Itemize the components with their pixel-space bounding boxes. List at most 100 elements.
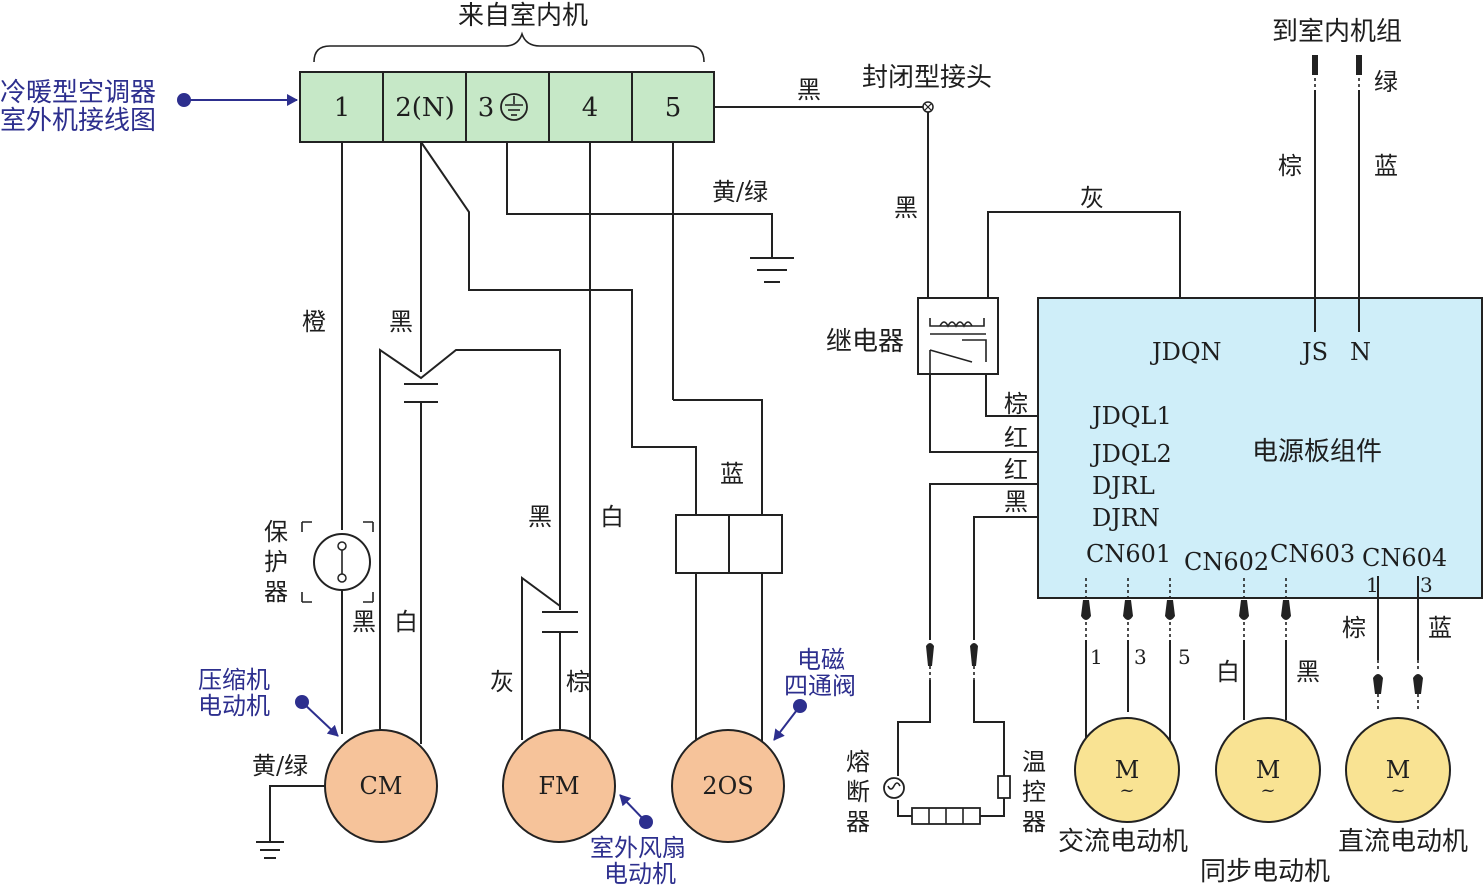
thermostat-char2: 控 [1022,778,1046,806]
power-board-title: 电源板组件 [1252,437,1382,467]
to-indoor-group-label: 到室内机组 [1272,17,1402,47]
wire-label-white-sync: 白 [1216,658,1240,686]
wire-blue-valve-bend [673,399,763,515]
cn604-connector [1373,576,1423,710]
ac-motor-m: M [1115,756,1140,784]
fuse-char3: 器 [846,808,870,836]
wire-2n-branch [420,141,697,515]
valve-annot-line2: 四通阀 [784,672,856,700]
wire-label-black-cm: 黑 [352,608,376,636]
wire-label-white-fm: 白 [600,503,624,531]
relay-label: 继电器 [826,327,904,357]
wire-label-red-jdql2: 红 [1004,424,1028,452]
title-line2: 室外机接线图 [0,106,156,136]
connector-label: 封闭型接头 [862,63,992,93]
wire-label-black-relay: 黑 [894,194,918,222]
wire-label-green: 绿 [1374,68,1398,96]
wire-label-blue-n: 蓝 [1374,152,1398,180]
wire-label-yellow-green-cm: 黄/绿 [252,752,308,780]
compressor-annot-line2: 电动机 [198,692,270,720]
connector-cn602: CN602 [1184,548,1269,576]
thermostat-char1: 温 [1022,748,1046,776]
ground-icon [750,257,794,283]
wire-label-gray-fm: 灰 [490,668,514,696]
fan-annot-arrow [619,794,647,823]
sync-motor-tilde: ~ [1260,780,1275,801]
power-board [1037,297,1483,599]
wire-cm-ground [269,785,326,842]
protector-char1: 保 [264,518,288,546]
wire-label-orange: 橙 [302,308,326,336]
terminal-block: 1 2(N) 3 4 5 [299,71,715,143]
terminal-2n: 2(N) [395,93,455,123]
ac-motor [1074,717,1180,823]
terminal-5: 5 [665,93,682,123]
sync-motor [1215,717,1321,823]
plug-connector-icon [926,632,978,680]
pin-jdql1: JDQL1 [1089,402,1172,430]
compressor-capacitor [379,348,561,744]
ac-motor-tilde: ~ [1119,780,1134,801]
relay [917,297,999,375]
thermostat-icon [997,775,1011,799]
wire-label-brown-js: 棕 [1278,152,1302,180]
wire-label-yellow-green: 黄/绿 [712,178,768,206]
protector-char3: 器 [264,578,288,606]
wire-label-brown-jdql1: 棕 [1004,390,1028,418]
wire-label-brown-fm: 棕 [566,668,590,696]
fan-annot-line2: 电动机 [604,860,676,886]
wire-label-black-2n: 黑 [389,308,413,336]
fuse-char2: 断 [846,778,870,806]
wire-thermo-heater [980,798,1005,817]
thermostat-char3: 器 [1022,808,1046,836]
connector-cn603: CN603 [1270,540,1355,568]
four-way-valve-label: 2OS [702,772,753,800]
dc-motor [1345,717,1451,823]
wire-label-gray: 灰 [1080,184,1104,212]
fan-capacitor [521,576,578,740]
cm-ground-icon [256,841,284,859]
compressor-annot-arrow [301,701,339,737]
dc-motor-tilde: ~ [1390,780,1405,801]
ground-symbol-icon [500,93,528,121]
pin-js: JS [1299,338,1328,366]
pin-djrn: DJRN [1092,504,1160,532]
indoor-group-plugs [1312,55,1362,90]
fan-motor [502,729,616,843]
pin-jdql2: JDQL2 [1089,440,1172,468]
from-indoor-label: 来自室内机 [458,1,588,31]
ac-motor-label: 交流电动机 [1058,827,1188,857]
cn602-cn603-connector [1239,578,1291,720]
fan-annot-line1: 室外风扇 [590,834,686,862]
pin-djrl: DJRL [1092,472,1155,500]
pin-jdqn: JDQN [1149,338,1222,366]
fuse-icon [883,777,905,799]
wire-label-black-sync: 黑 [1296,658,1320,686]
compressor-motor [324,729,438,843]
wire-label-black-djrn: 黑 [1004,488,1028,516]
wire-label-white-cm: 白 [394,608,418,636]
wire-label-black-top: 黑 [797,76,821,104]
wire-fuse-heater [897,800,912,817]
wire-red-djrl [929,483,1086,640]
header-brace [313,31,705,63]
fan-motor-label: FM [538,772,579,800]
cn601-pin-5: 5 [1178,645,1191,669]
wire-ground [506,142,773,258]
valve-coil [675,514,783,745]
sync-motor-m: M [1256,756,1281,784]
cn604-pin-3: 3 [1420,573,1433,597]
fuse-char1: 熔 [846,748,870,776]
cn604-pin-1: 1 [1366,573,1379,597]
heater-element [911,807,981,825]
four-way-valve [671,729,785,843]
protector-char2: 护 [264,548,288,576]
terminal-1: 1 [334,93,351,123]
sealed-connector-icon [922,101,934,113]
cn601-connector [1081,578,1175,740]
compressor-annot-line1: 压缩机 [198,666,270,694]
wire-gray [987,211,1181,332]
wire-label-red-djrl: 红 [1004,456,1028,484]
pin-n: N [1350,338,1371,366]
